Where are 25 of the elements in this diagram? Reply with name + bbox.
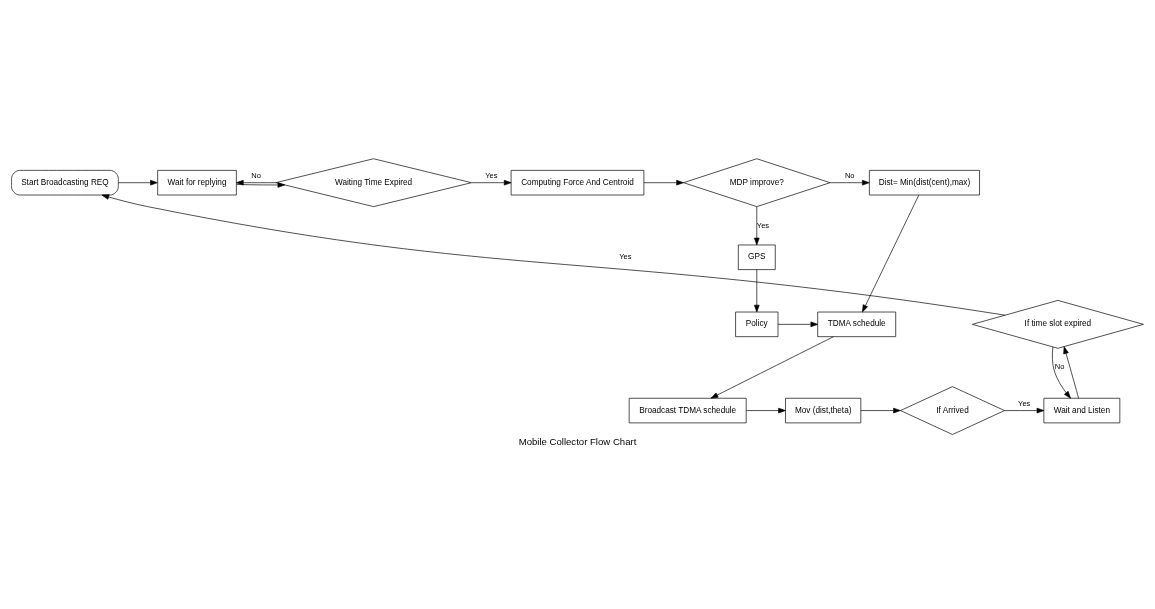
arrow (118, 179, 158, 186)
edge-label: Yes (619, 252, 632, 262)
edge-label: No (251, 171, 261, 181)
caption: Mobile Collector Flow Chart (518, 435, 637, 447)
arrow (754, 206, 760, 246)
arrow (777, 321, 819, 328)
arrow (710, 336, 834, 399)
arrow (746, 407, 786, 414)
edge-label: Yes (485, 171, 498, 181)
arrow (1004, 407, 1045, 414)
arrow (862, 194, 920, 313)
arrow (829, 179, 870, 186)
edge-label: No (844, 171, 855, 181)
edge-label: No (1054, 362, 1065, 372)
arrow (1063, 346, 1079, 399)
arrow (1052, 346, 1071, 399)
arrow (860, 407, 901, 414)
arrow (754, 269, 760, 313)
arrow (236, 182, 286, 188)
arrow (236, 179, 276, 186)
edge-label: Yes (1018, 399, 1031, 409)
arrow (643, 179, 684, 186)
edge-label: Yes (756, 220, 770, 230)
arrow (471, 179, 512, 186)
arrow (101, 194, 1006, 316)
